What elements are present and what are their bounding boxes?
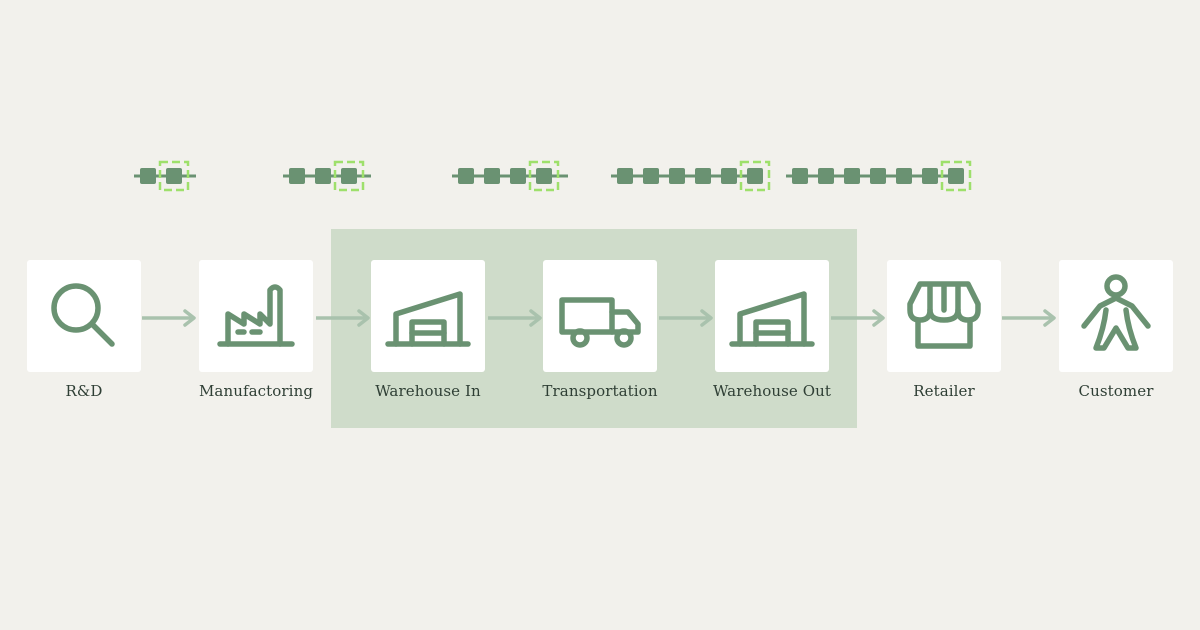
person-icon (1081, 274, 1151, 351)
chain-block (536, 168, 552, 184)
chain-block (896, 168, 912, 184)
storefront-icon (907, 281, 981, 349)
warehouse-icon (729, 291, 815, 347)
chain-block (870, 168, 886, 184)
new-block-frame (333, 160, 365, 192)
flow-arrow (659, 309, 713, 327)
stage-customer (1059, 260, 1173, 372)
flow-arrow (142, 309, 196, 327)
chain-block (669, 168, 685, 184)
chain-block (922, 168, 938, 184)
blockchain-chain (786, 160, 972, 192)
chain-block (510, 168, 526, 184)
new-block-frame (739, 160, 771, 192)
stage-manufacturing (199, 260, 313, 372)
new-block-frame (158, 160, 190, 192)
chain-block (844, 168, 860, 184)
flow-arrow (831, 309, 885, 327)
stage-label: Transportation (542, 382, 658, 400)
truck-icon (559, 297, 641, 348)
chain-block (617, 168, 633, 184)
new-block-frame (528, 160, 560, 192)
blockchain-chain (283, 160, 371, 192)
chain-block (315, 168, 331, 184)
chain-block (458, 168, 474, 184)
chain-block (948, 168, 964, 184)
chain-block (643, 168, 659, 184)
chain-block (166, 168, 182, 184)
stage-retailer (887, 260, 1001, 372)
magnifier-icon (51, 283, 115, 347)
stage-warehouse-out (715, 260, 829, 372)
chain-block (289, 168, 305, 184)
stage-label: Warehouse Out (712, 382, 832, 400)
flow-arrow (316, 309, 370, 327)
stage-label: Manufactoring (198, 382, 314, 400)
chain-block (818, 168, 834, 184)
stage-label: R&D (65, 382, 103, 400)
blockchain-chain (134, 160, 196, 192)
chain-block (484, 168, 500, 184)
stage-label: Customer (1078, 382, 1154, 400)
chain-block (341, 168, 357, 184)
chain-block (792, 168, 808, 184)
stage-rnd (27, 260, 141, 372)
chain-block (747, 168, 763, 184)
warehouse-icon (385, 291, 471, 347)
stage-warehouse-in (371, 260, 485, 372)
chain-block (721, 168, 737, 184)
new-block-frame (940, 160, 972, 192)
chain-block (695, 168, 711, 184)
stage-label: Warehouse In (375, 382, 481, 400)
flow-arrow (1002, 309, 1056, 327)
blockchain-chain (611, 160, 771, 192)
chain-block (140, 168, 156, 184)
stage-label: Retailer (913, 382, 975, 400)
blockchain-chain (452, 160, 568, 192)
factory-icon (217, 284, 295, 347)
stage-transportation (543, 260, 657, 372)
flow-arrow (488, 309, 542, 327)
